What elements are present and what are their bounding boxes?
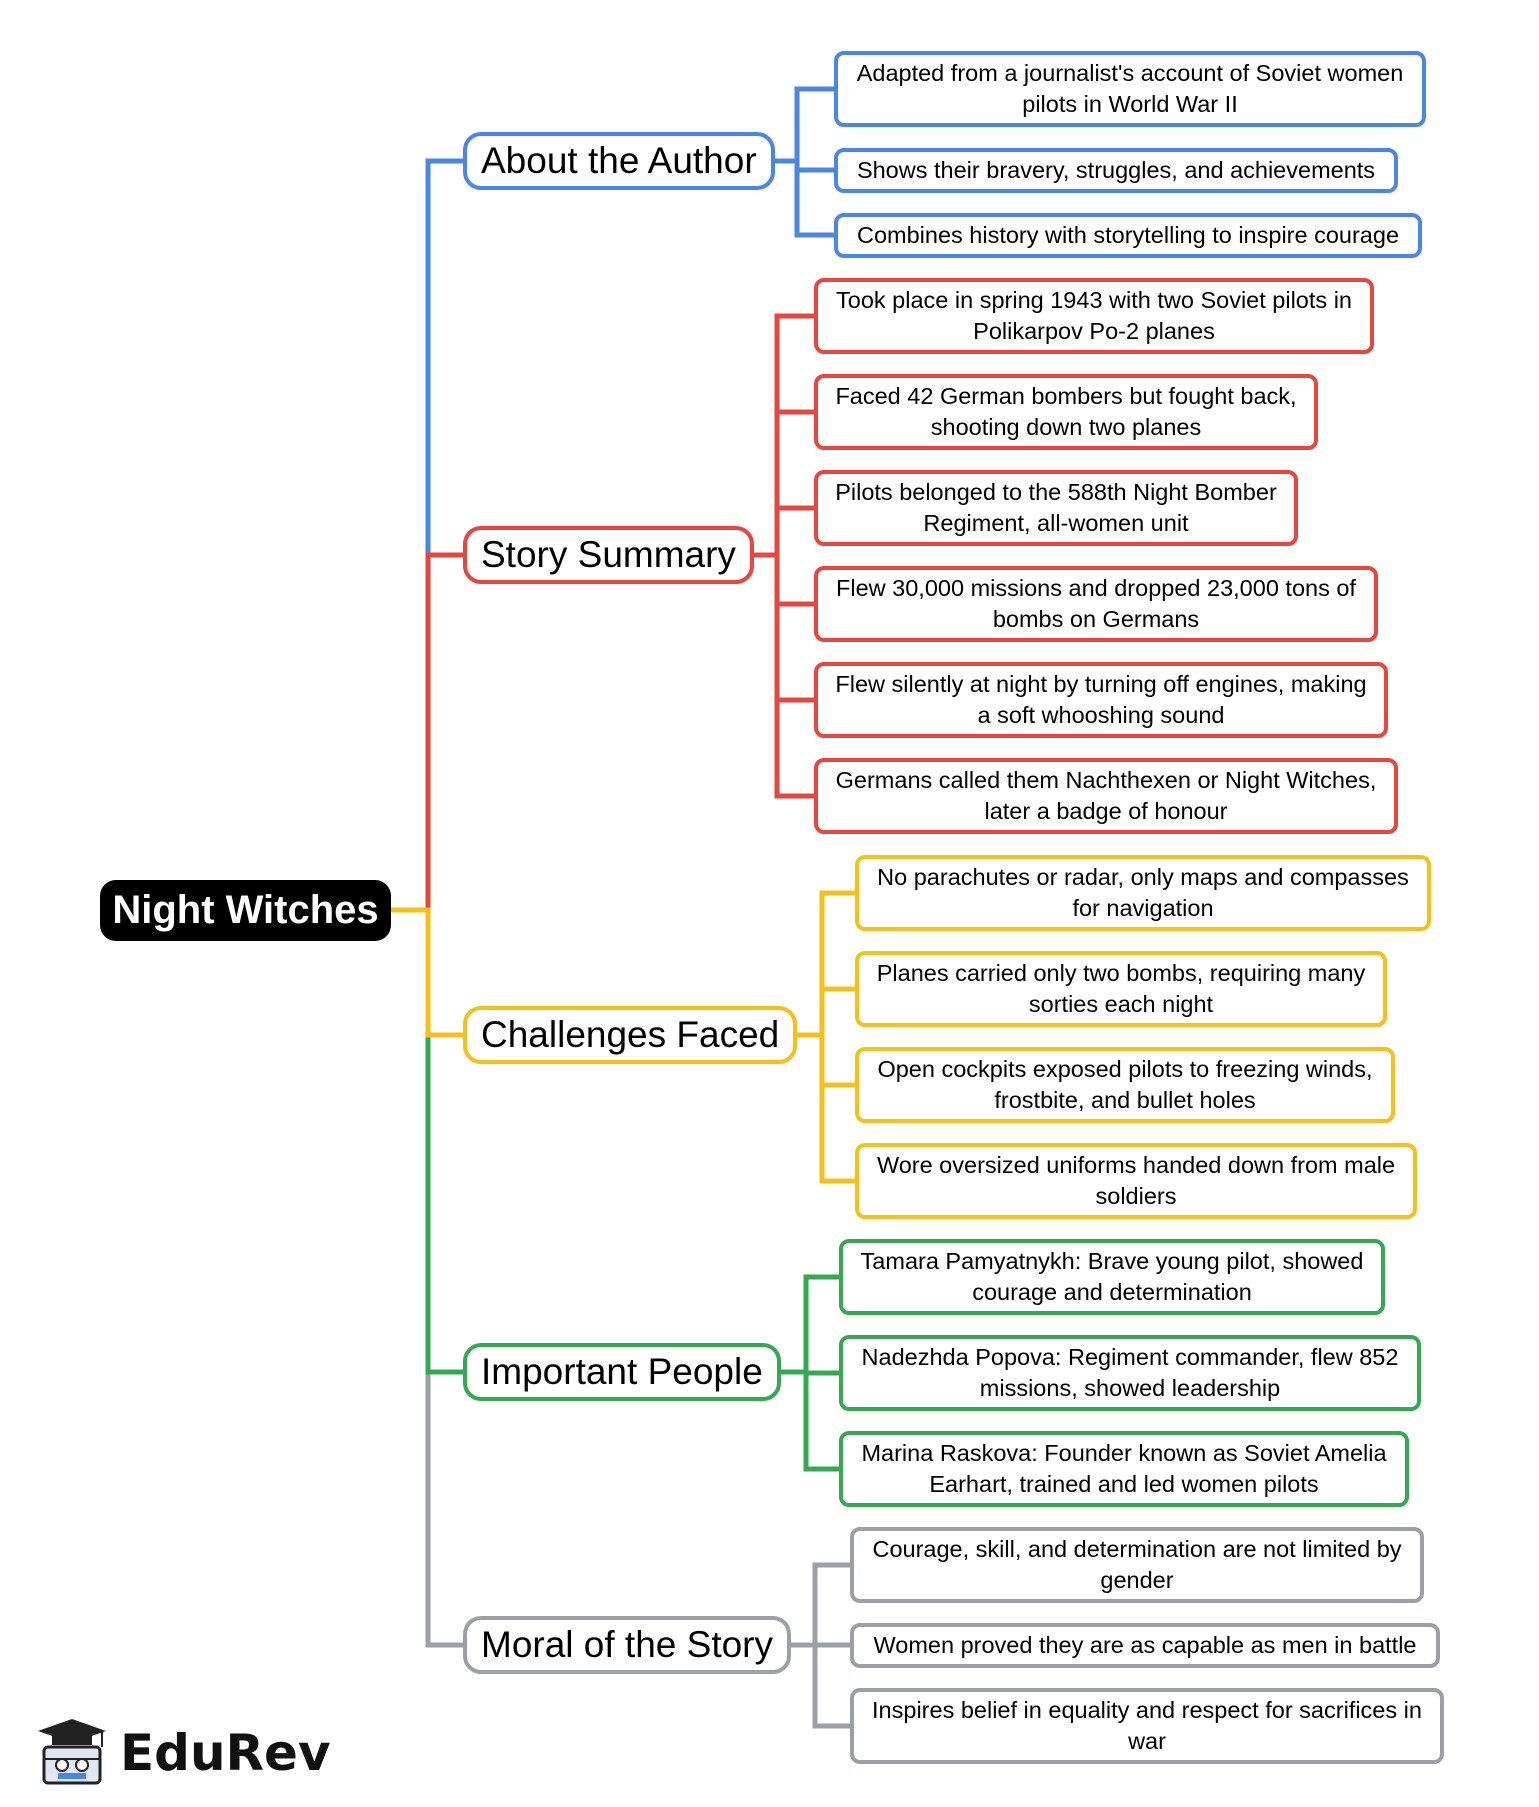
author-point: Shows their bravery, struggles, and achi…: [834, 148, 1398, 193]
person-point: Tamara Pamyatnykh: Brave young pilot, sh…: [839, 1239, 1385, 1315]
summary-point: Flew silently at night by turning off en…: [814, 662, 1388, 738]
root-node: Night Witches: [100, 880, 391, 941]
person-point: Nadezhda Popova: Regiment commander, fle…: [839, 1335, 1421, 1411]
author-point: Combines history with storytelling to in…: [834, 213, 1422, 258]
summary-point: Took place in spring 1943 with two Sovie…: [814, 278, 1374, 354]
moral-point: Women proved they are as capable as men …: [850, 1623, 1440, 1668]
challenge-point: Open cockpits exposed pilots to freezing…: [855, 1047, 1395, 1123]
summary-point: Germans called them Nachthexen or Night …: [814, 758, 1398, 834]
challenge-point: No parachutes or radar, only maps and co…: [855, 855, 1431, 931]
moral-point: Courage, skill, and determination are no…: [850, 1527, 1424, 1603]
challenge-point: Planes carried only two bombs, requiring…: [855, 951, 1387, 1027]
branch-moral-of-the-story: Moral of the Story: [463, 1616, 792, 1674]
summary-point: Flew 30,000 missions and dropped 23,000 …: [814, 566, 1378, 642]
moral-point: Inspires belief in equality and respect …: [850, 1688, 1444, 1764]
branch-story-summary: Story Summary: [463, 526, 754, 584]
person-point: Marina Raskova: Founder known as Soviet …: [839, 1431, 1409, 1507]
brand-logo-text: EduRev: [120, 1724, 331, 1782]
branch-about-the-author: About the Author: [463, 132, 775, 190]
challenge-point: Wore oversized uniforms handed down from…: [855, 1143, 1417, 1219]
author-point: Adapted from a journalist's account of S…: [834, 51, 1426, 127]
branch-challenges-faced: Challenges Faced: [463, 1006, 798, 1064]
graduation-cap-mascot-icon: [38, 1719, 106, 1785]
summary-point: Faced 42 German bombers but fought back,…: [814, 374, 1318, 450]
summary-point: Pilots belonged to the 588th Night Bombe…: [814, 470, 1298, 546]
branch-important-people: Important People: [463, 1343, 781, 1401]
